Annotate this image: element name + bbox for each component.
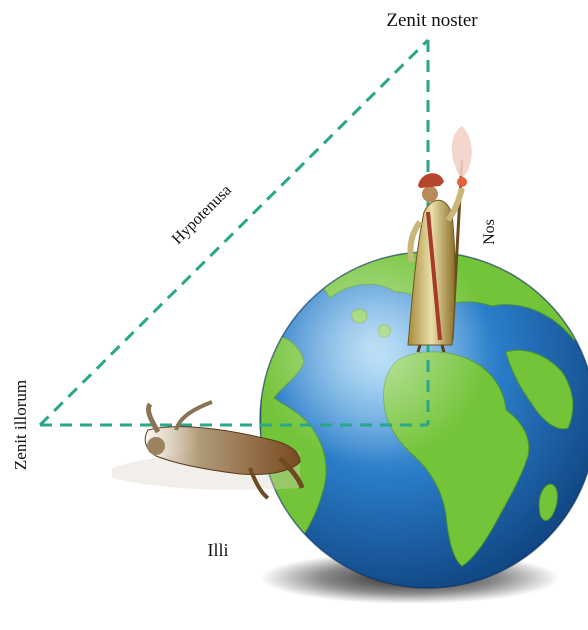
label-zenit-illorum: Zenit illorum xyxy=(11,380,30,470)
label-zenit-noster: Zenit noster xyxy=(386,10,478,31)
label-nos: Nos xyxy=(481,219,498,245)
label-illi: Illi xyxy=(208,540,229,560)
label-hypotenusa: Hypotenusa xyxy=(169,182,235,248)
